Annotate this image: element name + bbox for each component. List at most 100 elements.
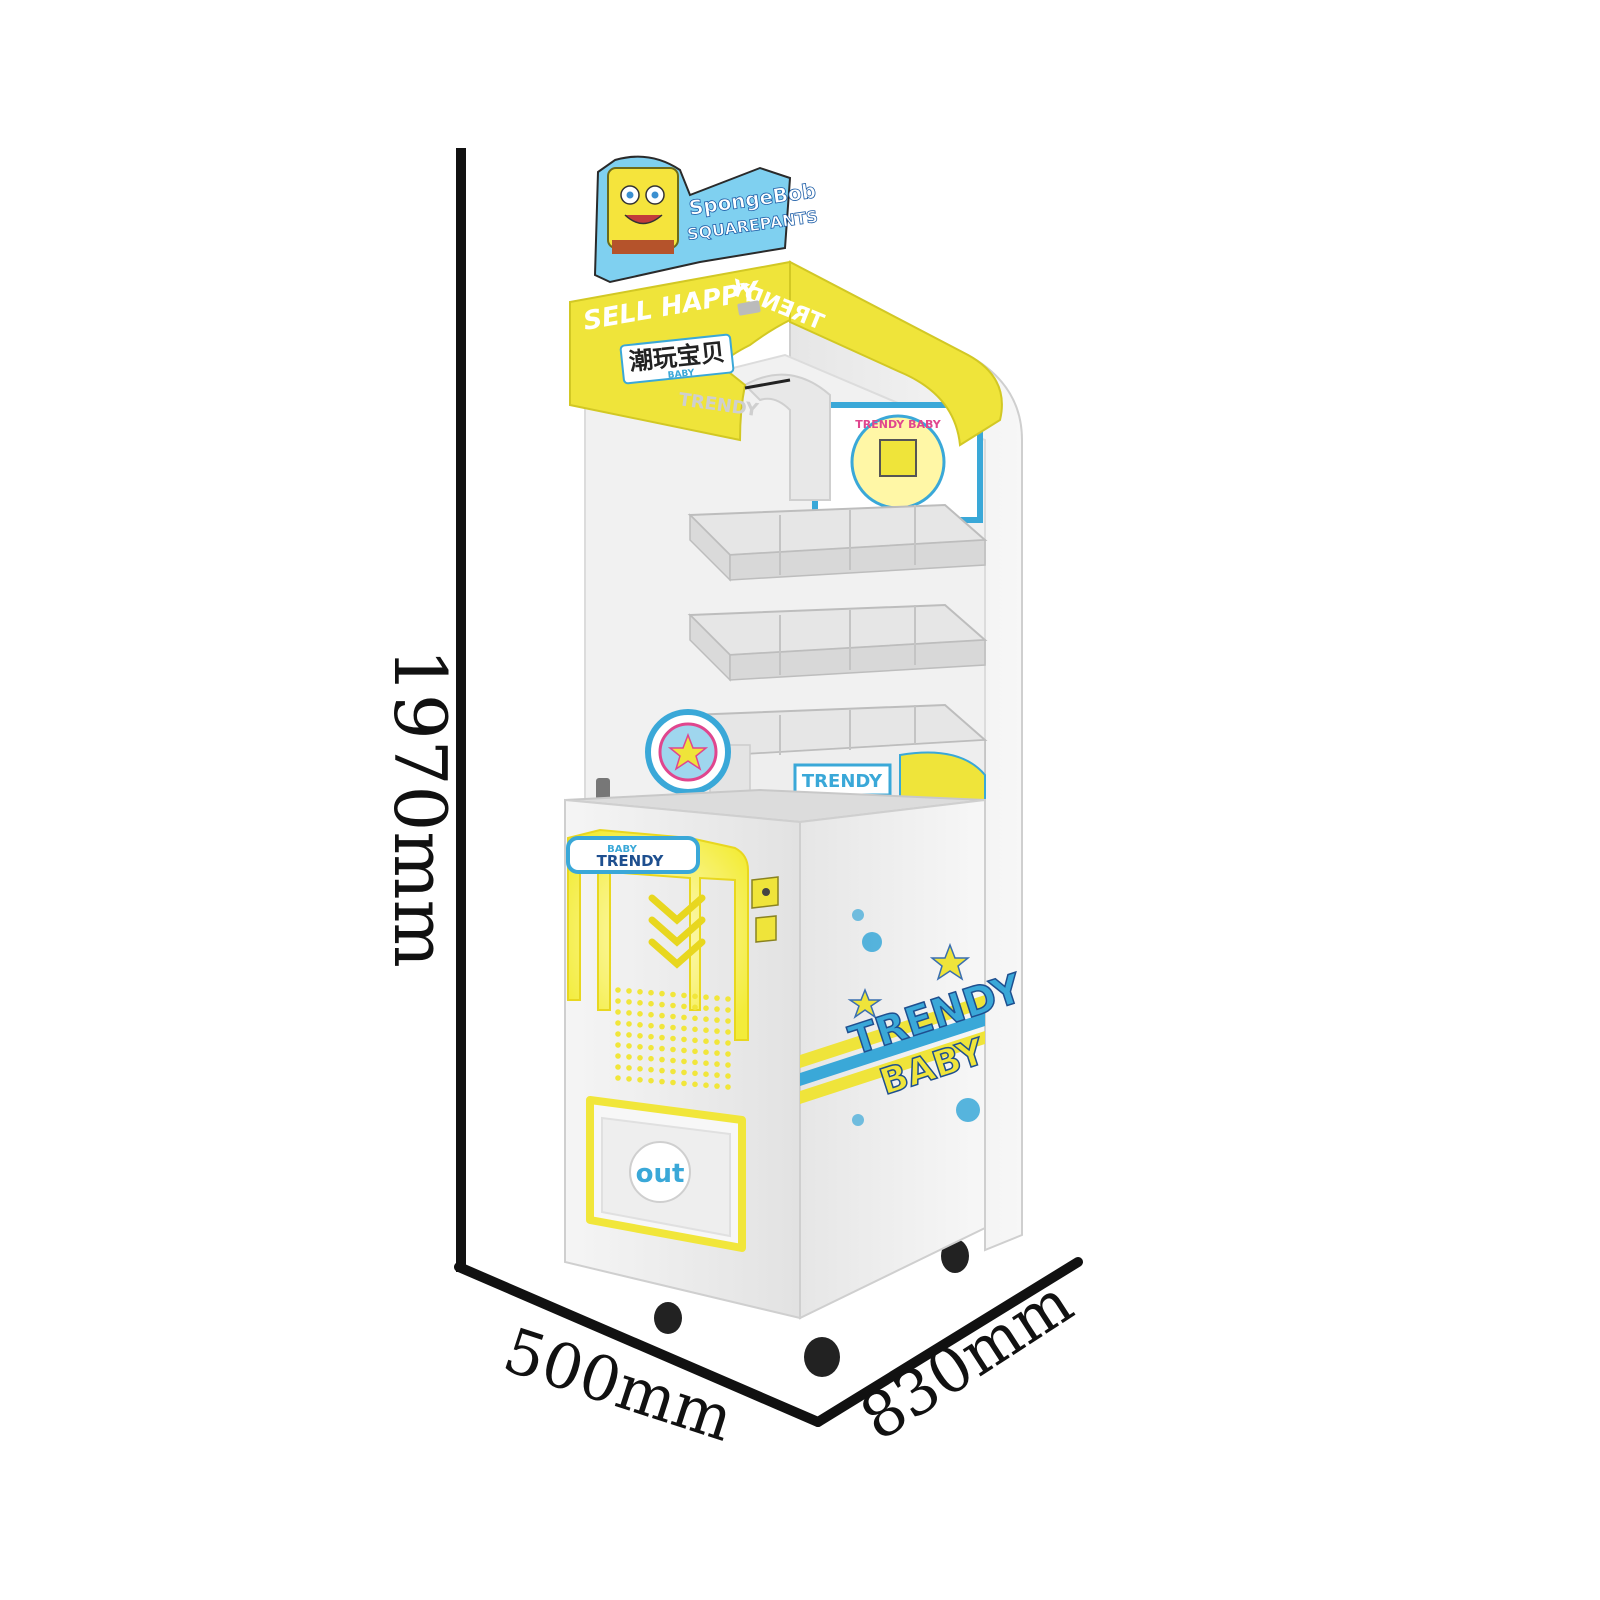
matrix-dot xyxy=(626,1032,632,1038)
matrix-dot xyxy=(714,1006,720,1012)
matrix-dot xyxy=(648,1033,654,1040)
matrix-dot xyxy=(703,1082,709,1088)
matrix-dot xyxy=(637,1011,643,1017)
matrix-dot xyxy=(648,1044,654,1051)
shelf-2 xyxy=(687,603,988,682)
matrix-dot xyxy=(703,1038,709,1044)
matrix-dot xyxy=(681,1025,687,1032)
matrix-dot xyxy=(725,1084,731,1090)
matrix-dot xyxy=(681,1058,687,1065)
matrix-dot xyxy=(648,1055,654,1062)
matrix-dot xyxy=(703,1060,709,1066)
poster-text: TRENDY BABY xyxy=(855,418,941,431)
dial-sign xyxy=(645,709,751,801)
coin-mechanism xyxy=(751,876,779,943)
matrix-dot xyxy=(659,1056,665,1063)
matrix-dot xyxy=(648,1011,654,1018)
matrix-dot xyxy=(703,1016,709,1022)
matrix-dot xyxy=(681,1047,687,1054)
matrix-dot xyxy=(714,1083,720,1089)
matrix-dot xyxy=(615,998,621,1004)
matrix-dot xyxy=(703,1071,709,1077)
matrix-dot xyxy=(703,1049,709,1055)
matrix-dot xyxy=(714,1050,720,1056)
matrix-dot xyxy=(659,990,665,997)
matrix-dot xyxy=(659,1067,665,1074)
matrix-dot xyxy=(615,987,621,993)
matrix-dot xyxy=(670,1013,676,1020)
matrix-dot xyxy=(714,1072,720,1078)
matrix-dot xyxy=(637,1055,643,1061)
prize-out-label: out xyxy=(636,1159,685,1189)
shelf-1 xyxy=(687,503,988,582)
matrix-dot xyxy=(637,989,643,995)
matrix-dot xyxy=(626,1010,632,1016)
matrix-dot xyxy=(626,1065,632,1071)
wheel-front-right xyxy=(804,1337,840,1377)
matrix-dot xyxy=(615,1020,621,1026)
matrix-dot xyxy=(725,1029,731,1035)
matrix-dot xyxy=(626,1043,632,1049)
matrix-dot xyxy=(670,1002,676,1009)
matrix-dot xyxy=(692,1037,698,1044)
matrix-dot xyxy=(692,1070,698,1077)
matrix-dot xyxy=(626,1021,632,1027)
matrix-dot xyxy=(648,989,654,996)
matrix-dot xyxy=(648,1022,654,1029)
front-badge-top: BABY xyxy=(607,844,637,855)
marquee-side xyxy=(789,260,1003,447)
matrix-dot xyxy=(659,1001,665,1008)
dot-matrix xyxy=(615,987,731,1090)
matrix-dot xyxy=(681,1014,687,1021)
matrix-dot xyxy=(659,1023,665,1030)
shelf-sign-text: TRENDY xyxy=(802,771,883,792)
cabinet-side xyxy=(799,798,986,1320)
matrix-dot xyxy=(714,1017,720,1023)
front-badge: BABY TRENDY xyxy=(566,828,749,1041)
marquee-rod xyxy=(744,378,791,390)
matrix-dot xyxy=(626,999,632,1005)
front-badge-main: TRENDY xyxy=(597,852,665,870)
matrix-dot xyxy=(681,1080,687,1087)
dimension-line-width xyxy=(454,1262,823,1427)
matrix-dot xyxy=(692,1004,698,1011)
matrix-dot xyxy=(670,1079,676,1086)
matrix-dot xyxy=(714,1039,720,1045)
matrix-dot xyxy=(637,1066,643,1072)
matrix-dot xyxy=(725,1040,731,1046)
matrix-dot xyxy=(725,996,731,1002)
matrix-dot xyxy=(692,993,698,1000)
dimension-line-depth xyxy=(813,1257,1083,1427)
caster-wheels xyxy=(654,1239,969,1377)
matrix-dot xyxy=(626,1076,632,1082)
height-dimension-label: 1970mm xyxy=(378,648,462,968)
matrix-dot xyxy=(692,1048,698,1055)
matrix-dot xyxy=(637,1044,643,1050)
top-logo-character xyxy=(607,167,679,249)
inner-arch xyxy=(743,373,831,501)
matrix-dot xyxy=(670,1057,676,1064)
matrix-dot xyxy=(615,1009,621,1015)
matrix-dot xyxy=(692,1015,698,1022)
down-arrow-icon xyxy=(648,894,706,969)
side-stripes xyxy=(800,995,985,1104)
matrix-dot xyxy=(626,988,632,994)
matrix-dot xyxy=(670,1068,676,1075)
matrix-dot xyxy=(692,1081,698,1088)
matrix-dot xyxy=(659,1034,665,1041)
matrix-dot xyxy=(637,1033,643,1039)
matrix-dot xyxy=(725,1007,731,1013)
wheel-front-left xyxy=(654,1302,682,1334)
wheel-back-right xyxy=(941,1239,969,1273)
top-logo: SpongeBob SQUAREPANTS xyxy=(593,155,819,284)
matrix-dot xyxy=(648,1000,654,1007)
matrix-dot xyxy=(615,1042,621,1048)
matrix-dot xyxy=(670,1035,676,1042)
matrix-dot xyxy=(659,1012,665,1019)
matrix-dot xyxy=(637,1022,643,1028)
coin-slot-top xyxy=(596,778,610,800)
marquee-small-text: BABY xyxy=(667,368,695,381)
matrix-dot xyxy=(615,1053,621,1059)
lower-cabinet: TRENDY BABY BABY TRENDY xyxy=(564,788,1029,1320)
